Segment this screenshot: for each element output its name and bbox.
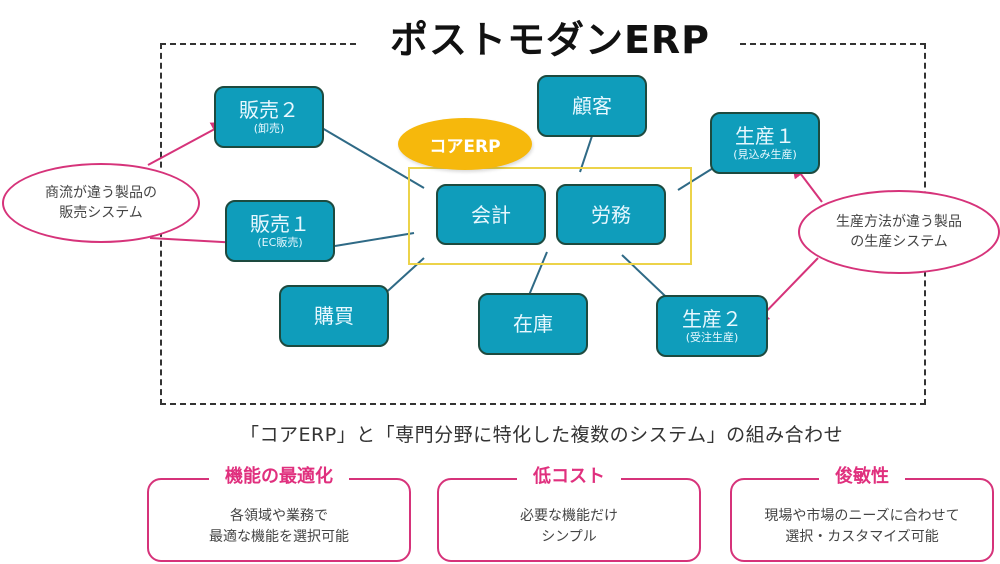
- feature-line: 選択・カスタマイズ可能: [785, 529, 939, 545]
- node-sublabel: (卸売): [253, 122, 285, 135]
- node-label: 購買: [314, 304, 354, 328]
- node-label: 会計: [471, 202, 511, 227]
- node-inventory[interactable]: 在庫: [478, 293, 588, 355]
- node-production2[interactable]: 生産２ (受注生産): [656, 295, 768, 357]
- node-label: 労務: [591, 202, 631, 227]
- feature-line: 各領域や業務で: [230, 508, 328, 524]
- feature-line: 必要な機能だけ: [520, 508, 618, 524]
- node-sales2[interactable]: 販売２ (卸売): [214, 86, 324, 148]
- page-title: ポストモダンERP: [360, 12, 740, 68]
- node-label: 販売１: [250, 212, 310, 236]
- callout-sales-systems: 商流が違う製品の 販売システム: [2, 163, 200, 243]
- node-accounting[interactable]: 会計: [436, 184, 546, 245]
- callout-line: 商流が違う製品の: [45, 185, 157, 201]
- feature-agility: 俊敏性 現場や市場のニーズに合わせて 選択・カスタマイズ可能: [730, 464, 994, 562]
- node-sublabel: (受注生産): [685, 331, 739, 344]
- node-label: 販売２: [239, 98, 299, 122]
- core-erp-badge: コアERP: [398, 118, 532, 170]
- callout-line: 販売システム: [59, 205, 143, 221]
- node-sublabel: (EC販売): [257, 236, 303, 249]
- feature-title: 俊敏性: [819, 464, 905, 490]
- node-purchase[interactable]: 購買: [279, 285, 389, 347]
- node-label: 在庫: [513, 312, 553, 336]
- feature-line: シンプル: [541, 529, 597, 545]
- feature-line: 最適な機能を選択可能: [209, 529, 349, 545]
- feature-low-cost: 低コスト 必要な機能だけ シンプル: [437, 464, 701, 562]
- feature-line: 現場や市場のニーズに合わせて: [764, 508, 960, 524]
- node-label: 顧客: [572, 94, 612, 118]
- feature-title: 低コスト: [517, 464, 621, 490]
- core-erp-box: [408, 167, 692, 265]
- node-label: 生産２: [682, 307, 742, 331]
- summary-text: 「コアERP」と「専門分野に特化した複数のシステム」の組み合わせ: [240, 424, 844, 446]
- node-sublabel: (見込み生産): [733, 148, 797, 161]
- feature-title: 機能の最適化: [209, 464, 349, 490]
- node-customer[interactable]: 顧客: [537, 75, 647, 137]
- callout-production-systems: 生産方法が違う製品 の生産システム: [798, 190, 1000, 274]
- node-production1[interactable]: 生産１ (見込み生産): [710, 112, 820, 174]
- node-sales1[interactable]: 販売１ (EC販売): [225, 200, 335, 262]
- callout-line: の生産システム: [850, 234, 948, 250]
- node-labor[interactable]: 労務: [556, 184, 666, 245]
- feature-optimization: 機能の最適化 各領域や業務で 最適な機能を選択可能: [147, 464, 411, 562]
- callout-line: 生産方法が違う製品: [836, 214, 962, 230]
- node-label: 生産１: [735, 124, 795, 148]
